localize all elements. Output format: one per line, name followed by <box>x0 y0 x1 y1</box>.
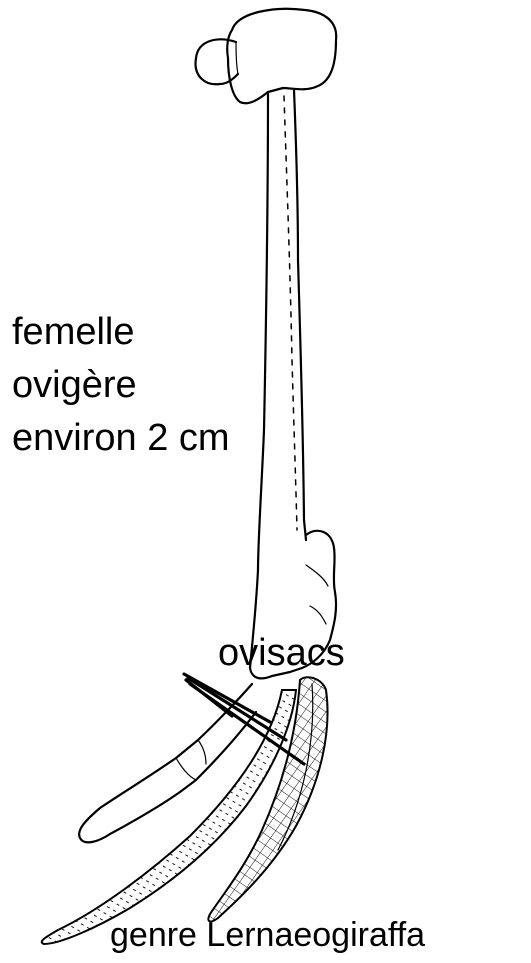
label-line-femelle: femelle <box>12 306 230 359</box>
head <box>196 9 337 103</box>
female-description-label: femelle ovigère environ 2 cm <box>12 306 230 465</box>
label-line-size: environ 2 cm <box>12 412 230 465</box>
genus-label: genre Lernaeogiraffa <box>110 914 425 956</box>
ovisacs-label: ovisacs <box>218 630 345 676</box>
label-line-ovigere: ovigère <box>12 359 230 412</box>
neck <box>258 90 306 570</box>
ovisac-left <box>42 690 296 944</box>
